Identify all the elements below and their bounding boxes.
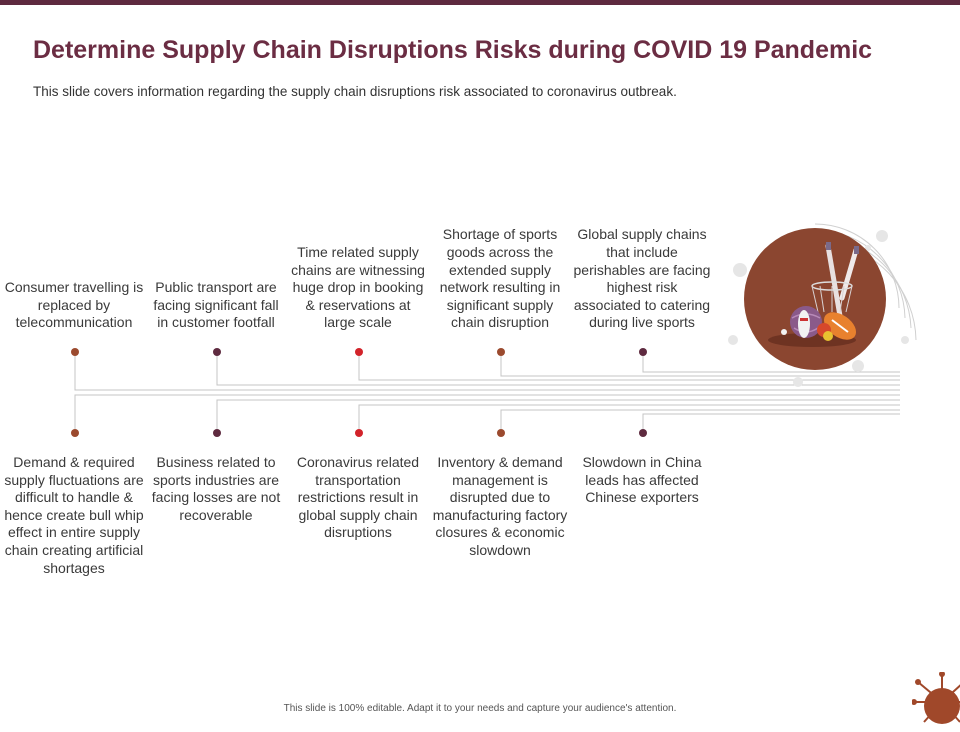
bottom-dot-4 [497, 429, 505, 437]
decor-bubbles [728, 230, 909, 387]
bottom-dot-2 [213, 429, 221, 437]
bottom-item-1: Demand & required supply fluctuations ar… [4, 454, 144, 576]
bottom-dot-3 [355, 429, 363, 437]
bottom-dot-5 [639, 429, 647, 437]
bottom-item-3: Coronavirus related transportation restr… [296, 454, 420, 541]
top-item-1: Consumer travelling is replaced by telec… [4, 279, 144, 331]
connector-line-bottom-3 [358, 404, 900, 432]
top-dot-1 [71, 348, 79, 356]
connector-line-bottom-2 [216, 399, 900, 432]
footer-note: This slide is 100% editable. Adapt it to… [283, 703, 677, 714]
bottom-item-4: Inventory & demand management is disrupt… [432, 454, 568, 558]
top-item-3: Time related supply chains are witnessin… [291, 244, 425, 331]
connector-line-bottom-1 [74, 394, 900, 432]
top-item-2: Public transport are facing significant … [153, 279, 279, 331]
connector-line-top-3 [358, 355, 900, 381]
page-title: Determine Supply Chain Disruptions Risks… [33, 36, 873, 64]
top-dot-3 [355, 348, 363, 356]
bottom-dot-1 [71, 429, 79, 437]
connector-line-bottom-4 [500, 409, 900, 432]
bottom-item-5: Slowdown in China leads has affected Chi… [582, 454, 702, 506]
top-dot-5 [639, 348, 647, 356]
top-accent-bar [0, 0, 960, 5]
top-item-5: Global supply chains that include perish… [573, 226, 711, 331]
sports-equipment-icon [744, 228, 886, 370]
connector-line-bottom-5 [642, 413, 900, 432]
connector-line-top-2 [216, 355, 900, 386]
page-subtitle: This slide covers information regarding … [33, 84, 677, 99]
virus-icon [912, 672, 960, 724]
top-dot-4 [497, 348, 505, 356]
top-dot-2 [213, 348, 221, 356]
connector-line-top-1 [74, 355, 900, 391]
top-item-4: Shortage of sports goods across the exte… [439, 226, 561, 331]
connector-line-top-4 [500, 355, 900, 377]
connector-line-top-5 [642, 355, 900, 373]
bottom-item-2: Business related to sports industries ar… [151, 454, 281, 523]
